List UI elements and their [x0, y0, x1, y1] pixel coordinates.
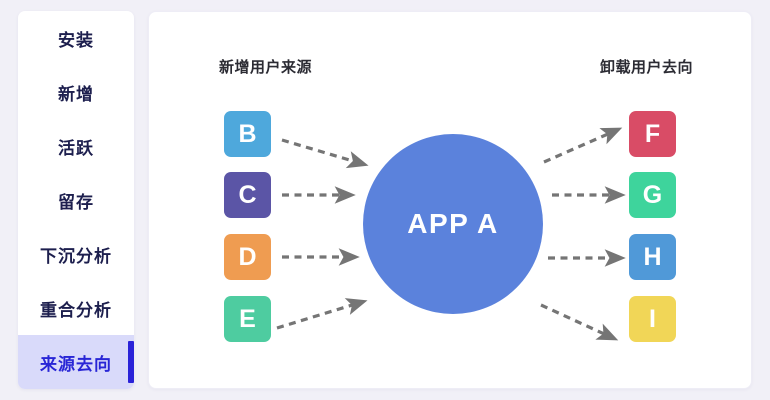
sidebar-item-label: 来源去向 — [40, 354, 112, 374]
destination-node-label: G — [642, 180, 663, 209]
destination-node-h[interactable]: H — [629, 234, 676, 280]
source-node-label: E — [239, 304, 256, 333]
destination-node-i[interactable]: I — [629, 296, 676, 342]
arrow-hub-to-i — [540, 303, 619, 341]
sidebar-item-label: 重合分析 — [40, 300, 112, 320]
source-node-c[interactable]: C — [224, 172, 271, 218]
active-indicator-bar — [128, 341, 134, 383]
sidebar-item-label: 新增 — [58, 84, 94, 104]
arrow-b-to-hub — [281, 138, 369, 169]
sidebar-item-install[interactable]: 安装 — [18, 11, 134, 65]
destination-node-label: I — [649, 304, 656, 333]
source-node-b[interactable]: B — [224, 111, 271, 157]
sidebar-item-active[interactable]: 活跃 — [18, 119, 134, 173]
source-node-label: C — [238, 180, 257, 209]
sidebar-item-label: 下沉分析 — [40, 246, 112, 266]
sidebar-item-label: 安装 — [58, 30, 94, 50]
arrow-hub-to-f — [543, 127, 623, 164]
sidebar-item-retention[interactable]: 留存 — [18, 173, 134, 227]
hub-node-label: APP A — [407, 208, 499, 239]
hub-node-app-a[interactable]: APP A — [363, 134, 543, 314]
sidebar-item-sinking-analysis[interactable]: 下沉分析 — [18, 227, 134, 281]
left-column-heading: 新增用户来源 — [219, 59, 313, 76]
right-column-heading: 卸载用户去向 — [599, 59, 693, 76]
arrow-e-to-hub — [276, 298, 368, 330]
destination-node-g[interactable]: G — [629, 172, 676, 218]
sidebar-item-label: 留存 — [58, 192, 94, 212]
source-node-e[interactable]: E — [224, 296, 271, 342]
destination-node-f[interactable]: F — [629, 111, 676, 157]
sidebar: 安装 新增 活跃 留存 下沉分析 重合分析 来源去向 — [18, 11, 134, 389]
sidebar-item-new-users[interactable]: 新增 — [18, 65, 134, 119]
sidebar-item-source-destination[interactable]: 来源去向 — [18, 335, 134, 389]
source-node-label: B — [238, 119, 257, 148]
diagram-panel: 新增用户来源 卸载用户去向 B C D E — [148, 11, 752, 389]
source-node-d[interactable]: D — [224, 234, 271, 280]
destination-node-label: F — [644, 119, 661, 148]
sidebar-item-overlap-analysis[interactable]: 重合分析 — [18, 281, 134, 335]
destination-node-label: H — [643, 242, 662, 271]
source-node-label: D — [238, 242, 257, 271]
sidebar-item-label: 活跃 — [58, 138, 94, 158]
